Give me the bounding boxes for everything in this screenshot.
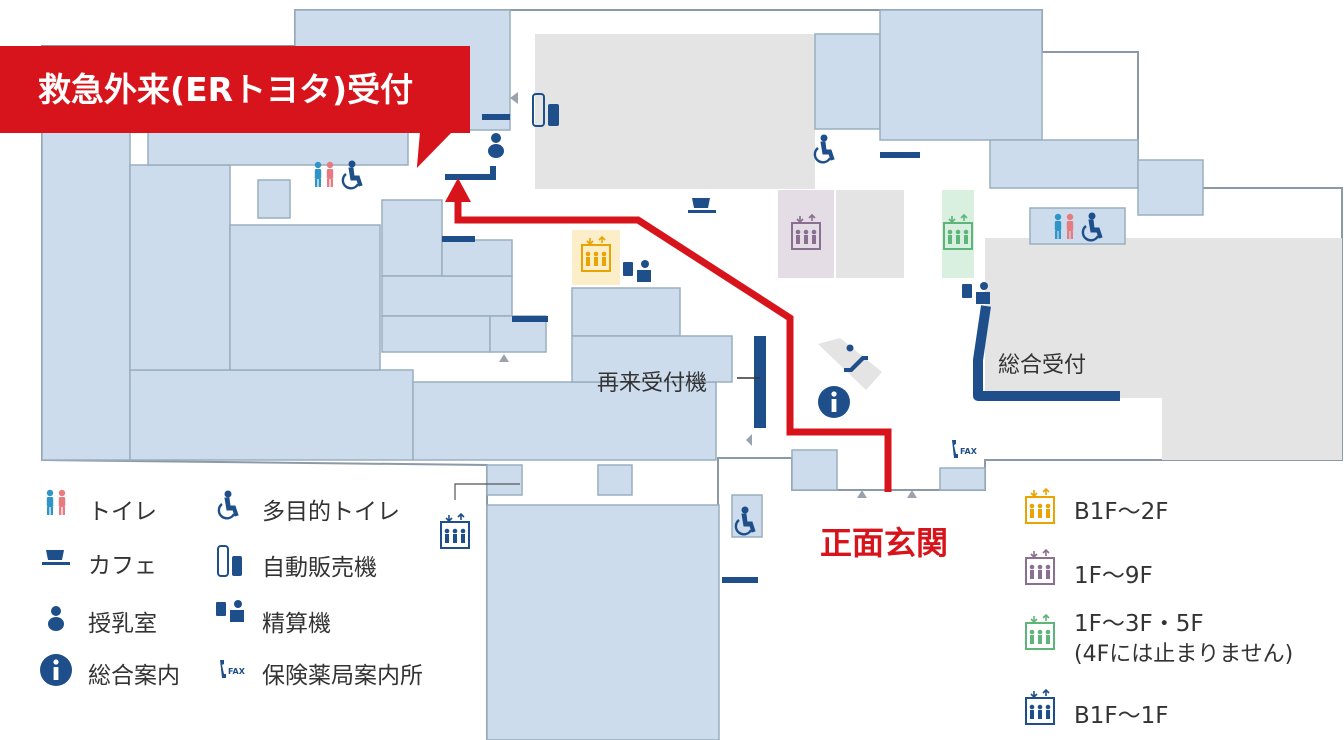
room <box>129 164 231 371</box>
reentry-machine-label: 再来受付機 <box>597 371 708 396</box>
room <box>791 449 838 491</box>
gray-block-east <box>985 238 1342 398</box>
vending-machine-icon <box>217 545 242 577</box>
room <box>486 504 720 740</box>
room <box>41 129 131 461</box>
vending-machine-icon <box>532 93 559 127</box>
gray-block-north <box>535 34 815 189</box>
room <box>571 335 733 383</box>
legend-pharmacy-label: 保険薬局案内所 <box>262 663 423 689</box>
legend-elevator-purple-label: 1F〜9F <box>1074 563 1153 589</box>
room <box>486 464 523 496</box>
elevator-leader-line <box>454 483 520 500</box>
legend-elevator-yellow-label: B1F〜2F <box>1074 499 1169 525</box>
gray-block-center <box>836 190 904 278</box>
legend-elevator-navy-label: B1F〜1F <box>1074 703 1169 729</box>
payment-machine-icon <box>216 600 244 622</box>
svg-text:FAX: FAX <box>960 447 978 456</box>
legend-payment-label: 精算機 <box>262 611 331 637</box>
room <box>129 369 414 461</box>
room <box>147 129 409 166</box>
payment-machine-icon <box>962 282 990 304</box>
route-line <box>454 200 892 492</box>
room <box>1029 207 1126 245</box>
cafe-icon <box>42 550 70 565</box>
legend-information-label: 総合案内 <box>88 663 180 689</box>
general-reception-label: 総合受付 <box>998 353 1087 378</box>
nursing-room-icon <box>48 606 64 631</box>
escalator-band <box>818 338 882 390</box>
elevator-yellow-icon <box>581 235 611 272</box>
legend-vending-label: 自動販売機 <box>262 555 377 581</box>
room <box>989 139 1139 189</box>
svg-text:FAX: FAX <box>228 667 246 676</box>
legend-elevator-green-note: (4Fには止まりません) <box>1074 642 1294 667</box>
payment-machine-icon <box>623 260 651 282</box>
room <box>381 199 443 277</box>
room <box>814 33 881 130</box>
elevator-yellow-icon <box>1025 487 1055 524</box>
main-entrance-label: 正面玄関 <box>820 524 949 562</box>
legend-accessible-toilet-label: 多目的トイレ <box>262 499 400 525</box>
information-icon <box>40 654 72 686</box>
legend-elevator-green-label: 1F〜3F・5F <box>1074 611 1204 637</box>
nursing-room-icon <box>488 133 504 158</box>
elevator-green-icon <box>943 213 973 250</box>
elevator-purple-icon <box>791 213 821 250</box>
room <box>939 467 986 491</box>
room <box>441 239 513 277</box>
legend-nursing-label: 授乳室 <box>88 611 157 637</box>
room <box>1137 159 1204 216</box>
door-markers <box>499 92 917 498</box>
wall-bars <box>442 114 920 583</box>
accessible-toilet-icon <box>217 489 240 520</box>
room <box>597 464 633 496</box>
elevator-green-icon <box>1025 613 1055 650</box>
room <box>229 224 381 371</box>
er-reception-callout: 救急外来(ERトヨタ)受付 <box>0 46 470 133</box>
room <box>571 287 681 337</box>
legend-cafe-label: カフェ <box>88 553 157 579</box>
general-reception-counter <box>973 305 1120 401</box>
fax-phone-icon: FAX <box>952 440 978 458</box>
er-reception-label: 救急外来(ERトヨタ)受付 <box>38 70 414 109</box>
room <box>381 275 513 317</box>
escalator-icon <box>844 344 868 372</box>
cafe-icon <box>688 198 716 213</box>
rooms <box>41 9 1204 740</box>
fax-phone-icon: FAX <box>220 660 246 678</box>
route-arrowhead <box>445 178 471 202</box>
room <box>381 315 491 353</box>
elevator-navy-icon <box>440 512 470 549</box>
legend-restroom-label: トイレ <box>88 499 157 525</box>
room <box>879 9 1043 141</box>
restroom-icon <box>46 489 66 515</box>
room <box>257 179 291 219</box>
room <box>412 381 717 461</box>
gray-block-east-low <box>1162 398 1342 460</box>
elevator-purple-icon <box>1025 548 1055 585</box>
elevator-navy-icon <box>1025 688 1055 725</box>
information-icon <box>818 386 850 418</box>
